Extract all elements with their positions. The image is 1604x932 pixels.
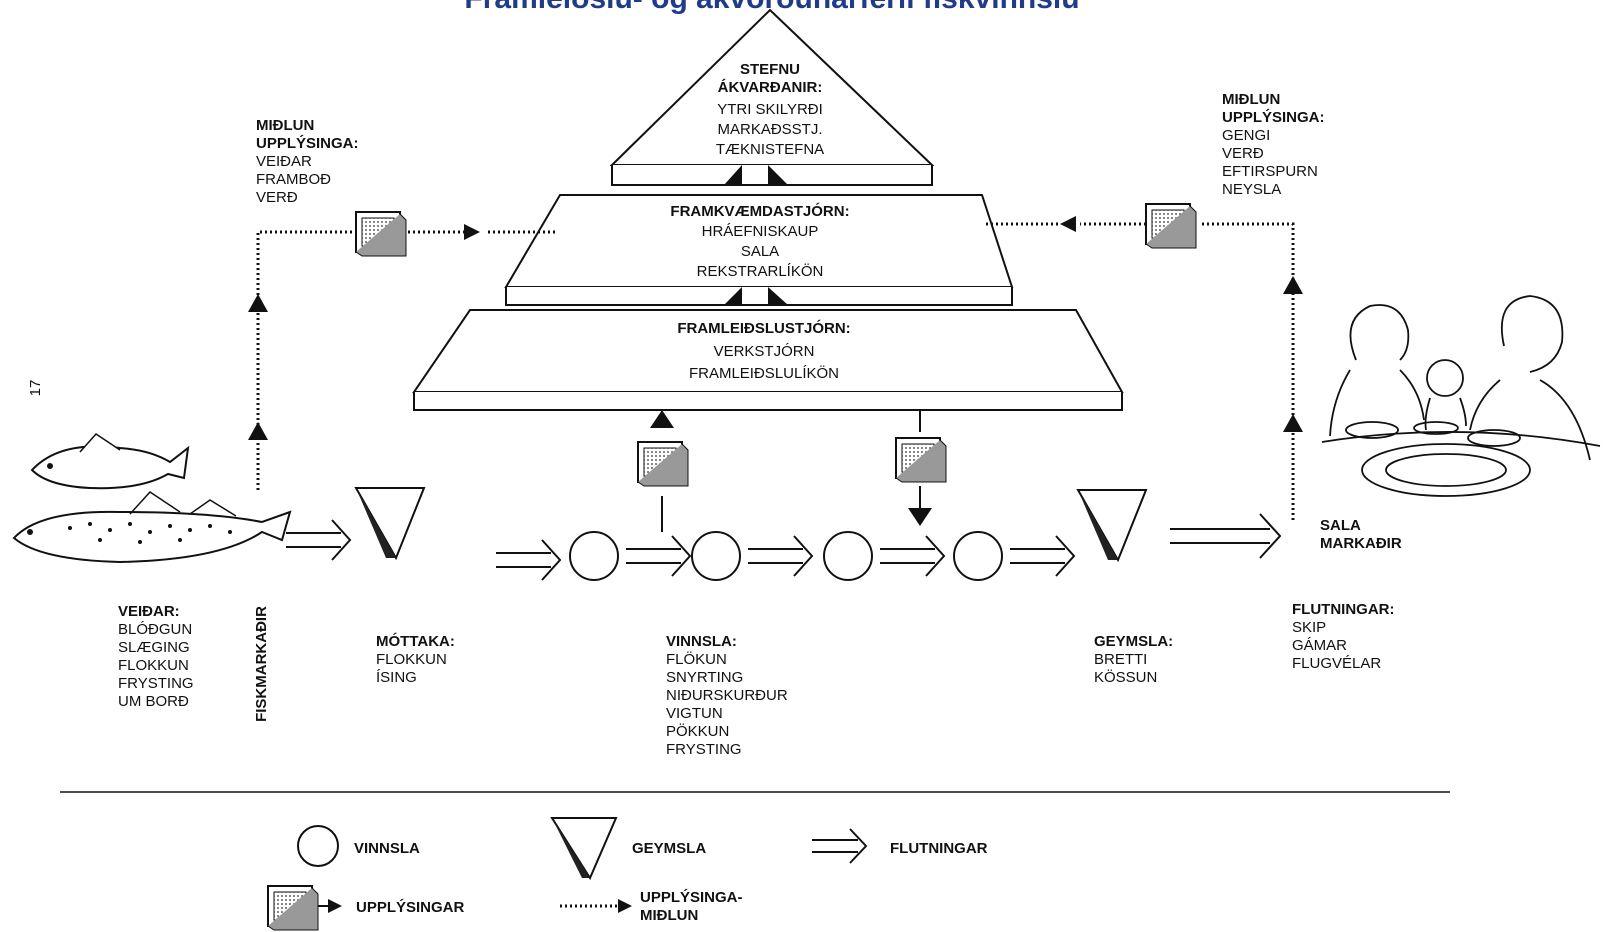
middle-heading: FRAMKVÆMDASTJÓRN: (670, 202, 849, 220)
process-chain (285, 487, 1282, 581)
svg-text:ÍSING: ÍSING (376, 669, 417, 686)
bottom-item: VERKSTJÓRN (714, 343, 815, 360)
svg-text:SKIP: SKIP (1292, 619, 1326, 636)
legend-midlun-1: UPPLÝSINGA- (640, 888, 743, 906)
left-info-item: VERÐ (256, 189, 298, 206)
legend-circle-icon (297, 825, 339, 867)
bottom-heading: FRAMLEIÐSLUSTJÓRN: (677, 319, 850, 337)
legend-flutningar: FLUTNINGAR (890, 840, 988, 857)
flow-arrow (285, 519, 351, 561)
svg-text:BRETTI: BRETTI (1094, 651, 1147, 668)
sala-label: SALA (1320, 517, 1361, 534)
fiskmarkadir-label: FISKMARKAÐIR (253, 606, 270, 722)
processing-circle (823, 531, 873, 581)
right-info-item: NEYSLA (1222, 181, 1281, 198)
svg-text:SLÆGING: SLÆGING (118, 639, 190, 656)
processing-circle (953, 531, 1003, 581)
flow-arrow (625, 535, 691, 577)
stage-veidar: VEIÐAR: BLÓÐGUN SLÆGING FLOKKUN FRYSTING… (118, 603, 194, 710)
stage-geymsla: GEYMSLA: BRETTI KÖSSUN (1094, 633, 1173, 686)
svg-text:FLOKKUN: FLOKKUN (376, 651, 447, 668)
bottom-item: FRAMLEIÐSLULÍKÖN (689, 364, 839, 382)
right-info-heading-1: MIÐLUN (1222, 91, 1280, 108)
flow-arrow (495, 539, 561, 581)
stage-vinnsla: VINNSLA: FLÖKUN SNYRTING NIÐURSKURÐUR VI… (666, 633, 788, 758)
page-number: 17 (27, 380, 44, 397)
top-item: MARKAÐSSTJ. (717, 121, 822, 138)
left-info-item: VEIÐAR (256, 153, 312, 170)
top-item: YTRI SKILYRÐI (717, 101, 823, 118)
computer-icon (895, 437, 947, 483)
markadir-label: MARKAÐIR (1320, 535, 1402, 552)
top-heading-1: STEFNU (740, 61, 800, 78)
right-info-flow (984, 203, 1303, 520)
legend-double-arrow-icon (812, 828, 868, 864)
svg-text:FRYSTING: FRYSTING (118, 675, 194, 692)
svg-text:MÓTTAKA:: MÓTTAKA: (376, 632, 455, 650)
top-item: TÆKNISTEFNA (716, 141, 824, 158)
flow-arrow (879, 535, 945, 577)
processing-circle (569, 531, 619, 581)
svg-text:BLÓÐGUN: BLÓÐGUN (118, 621, 192, 638)
svg-text:UM BORÐ: UM BORÐ (118, 693, 189, 710)
left-info-flow (248, 211, 556, 490)
legend-vinnsla: VINNSLA (354, 840, 420, 857)
legend-geymsla: GEYMSLA (632, 840, 706, 857)
computer-icon (355, 211, 407, 257)
right-info-heading-2: UPPLÝSINGA: (1222, 108, 1325, 126)
pyramid (412, 8, 1124, 411)
legend-computer-icon (267, 885, 319, 931)
legend-upplysingar: UPPLÝSINGAR (356, 898, 465, 916)
middle-item: HRÁEFNISKAUP (702, 223, 819, 240)
svg-text:FLÖKUN: FLÖKUN (666, 650, 727, 668)
computer-icon (637, 441, 689, 487)
left-info-heading-1: MIÐLUN (256, 117, 314, 134)
middle-item: SALA (741, 243, 779, 260)
svg-text:FRYSTING: FRYSTING (666, 741, 742, 758)
svg-text:FLUGVÉLAR: FLUGVÉLAR (1292, 655, 1381, 672)
flow-arrow (747, 535, 813, 577)
right-info-item: EFTIRSPURN (1222, 163, 1318, 180)
svg-text:GÁMAR: GÁMAR (1292, 637, 1347, 654)
right-info-item: GENGI (1222, 127, 1270, 144)
left-info-heading-2: UPPLÝSINGA: (256, 134, 359, 152)
pyramid-process-links (637, 410, 947, 532)
svg-text:FLUTNINGAR:: FLUTNINGAR: (1292, 601, 1394, 618)
family-illustration (1321, 295, 1601, 497)
processing-circle (691, 531, 741, 581)
svg-text:FLOKKUN: FLOKKUN (118, 657, 189, 674)
flow-arrow (1170, 513, 1282, 559)
legend-midlun-2: MIÐLUN (640, 907, 698, 924)
svg-text:KÖSSUN: KÖSSUN (1094, 668, 1157, 686)
svg-text:GEYMSLA:: GEYMSLA: (1094, 633, 1173, 650)
storage-symbol (1077, 489, 1147, 561)
svg-text:SNYRTING: SNYRTING (666, 669, 743, 686)
stage-flutningar: FLUTNINGAR: SKIP GÁMAR FLUGVÉLAR (1292, 601, 1394, 672)
svg-text:VIGTUN: VIGTUN (666, 705, 723, 722)
top-heading-2: ÁKVARÐANIR: (718, 79, 823, 96)
diagram-title: Framleiðslu- og ákvörðunarferli fiskvinn… (464, 0, 1079, 15)
storage-symbol (355, 487, 425, 559)
svg-text:VEIÐAR:: VEIÐAR: (118, 603, 180, 620)
fish-illustration (12, 433, 292, 564)
stage-mottaka: MÓTTAKA: FLOKKUN ÍSING (376, 632, 455, 686)
svg-text:PÖKKUN: PÖKKUN (666, 722, 729, 740)
legend: VINNSLA GEYMSLA FLUTNINGAR UPPLÝSINGAR U… (267, 817, 988, 931)
svg-text:NIÐURSKURÐUR: NIÐURSKURÐUR (666, 687, 788, 704)
svg-text:VINNSLA:: VINNSLA: (666, 633, 737, 650)
middle-item: REKSTRARLÍKÖN (697, 262, 824, 280)
right-info-item: VERÐ (1222, 145, 1264, 162)
computer-icon (1145, 203, 1197, 249)
left-info-item: FRAMBOÐ (256, 171, 331, 188)
flow-arrow (1009, 535, 1075, 577)
